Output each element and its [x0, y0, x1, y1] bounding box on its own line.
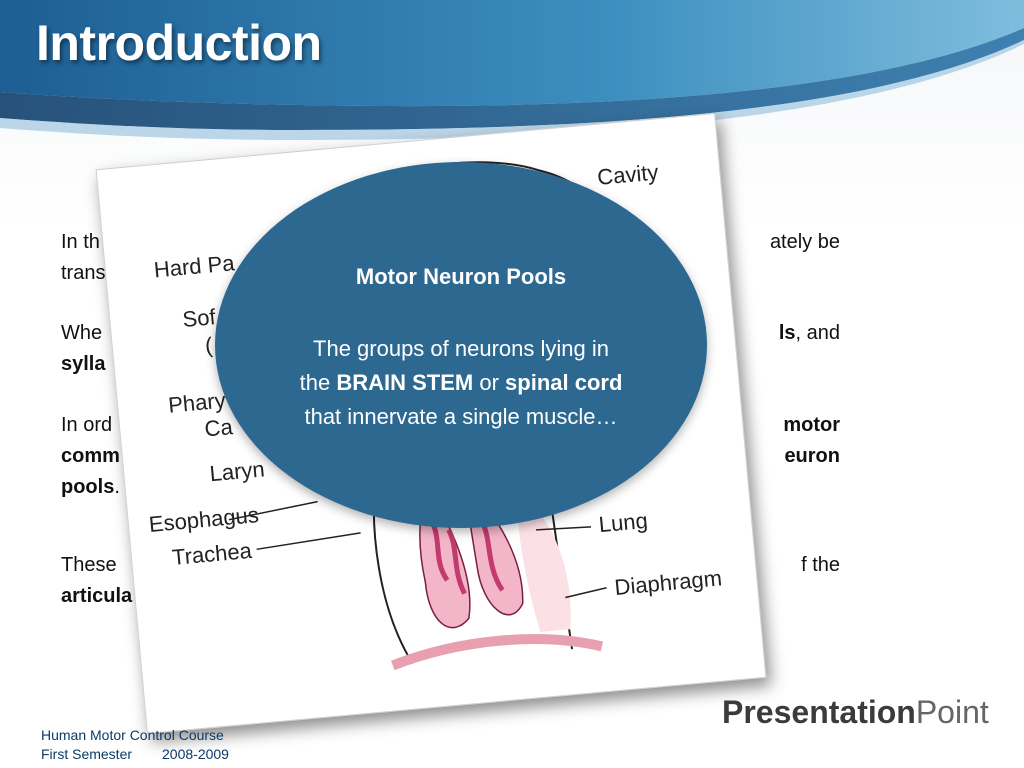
label-paren: (: [204, 332, 214, 358]
brand-logo: PresentationPoint: [722, 690, 989, 734]
p3-line2-end: euron: [784, 445, 840, 467]
brand-point: Point: [915, 694, 989, 730]
diaphragm-line: [390, 634, 604, 671]
label-ca: Ca: [203, 414, 234, 442]
brand-presentation: Presentation: [722, 694, 916, 730]
footer-year: 2008-2009: [162, 746, 229, 762]
label-soft-palate: Sof: [181, 304, 217, 332]
label-diaphragm: Diaphragm: [613, 565, 722, 600]
callout-line-3: that innervate a single muscle…: [304, 404, 618, 429]
callout-line-2-mid: or: [479, 370, 499, 395]
p1-line2: trans: [61, 262, 106, 284]
label-pharynx: Phary: [167, 388, 227, 418]
callout-title: Motor Neuron Pools: [355, 264, 567, 289]
trachea-leader: [256, 532, 361, 551]
paragraph-2: Whe ls, and sylla: [61, 318, 840, 380]
footer: Human Motor Control Course First Semeste…: [41, 726, 229, 764]
p2-bold-end: ls: [778, 322, 796, 344]
p4-end: f the: [801, 554, 840, 576]
footer-course: Human Motor Control Course: [41, 727, 224, 743]
callout-body: The groups of neurons lying in the BRAIN…: [215, 332, 707, 434]
paragraph-1: In th ately be trans: [61, 227, 840, 289]
p2-start: Whe: [61, 322, 103, 344]
paragraph-4: These f the articula: [61, 550, 840, 612]
callout-line-2-pre: the: [299, 370, 331, 395]
p4-line2-bold: articula: [61, 585, 133, 607]
p1-start: In th: [61, 231, 100, 253]
footer-semester-line: First Semester 2008-2009: [41, 745, 229, 764]
callout-line-1: The groups of neurons lying in: [313, 336, 609, 361]
chest-shade: [517, 493, 571, 632]
callout-spinal-cord: spinal cord: [505, 370, 623, 395]
p2-end: , and: [795, 322, 840, 344]
p3-start: In ord: [61, 414, 113, 436]
label-cavity: Cavity: [596, 159, 659, 189]
callout-brain-stem: BRAIN STEM: [336, 370, 474, 395]
p4-start: These: [61, 554, 117, 576]
label-trachea: Trachea: [171, 538, 254, 570]
callout-oval: [215, 162, 707, 528]
lung-leader: [536, 526, 592, 531]
footer-semester: First Semester: [41, 746, 133, 762]
label-larynx: Laryn: [209, 456, 266, 486]
label-esophagus: Esophagus: [148, 502, 260, 537]
p3-bold-end: motor: [783, 414, 840, 436]
diaphragm-leader: [565, 587, 607, 599]
slide-title: Introduction: [36, 15, 322, 71]
label-lung: Lung: [598, 508, 649, 537]
esophagus-leader: [228, 500, 318, 521]
paragraph-3: In ord motor comm euron pools.: [61, 410, 840, 503]
p2-line2-bold: sylla: [61, 353, 106, 375]
p3-line3-end: .: [114, 476, 120, 498]
header-wave: [0, 0, 1024, 140]
p3-line2-start: comm: [61, 445, 120, 467]
p3-line3-bold: pools: [61, 476, 115, 498]
p1-end: ately be: [769, 231, 840, 253]
